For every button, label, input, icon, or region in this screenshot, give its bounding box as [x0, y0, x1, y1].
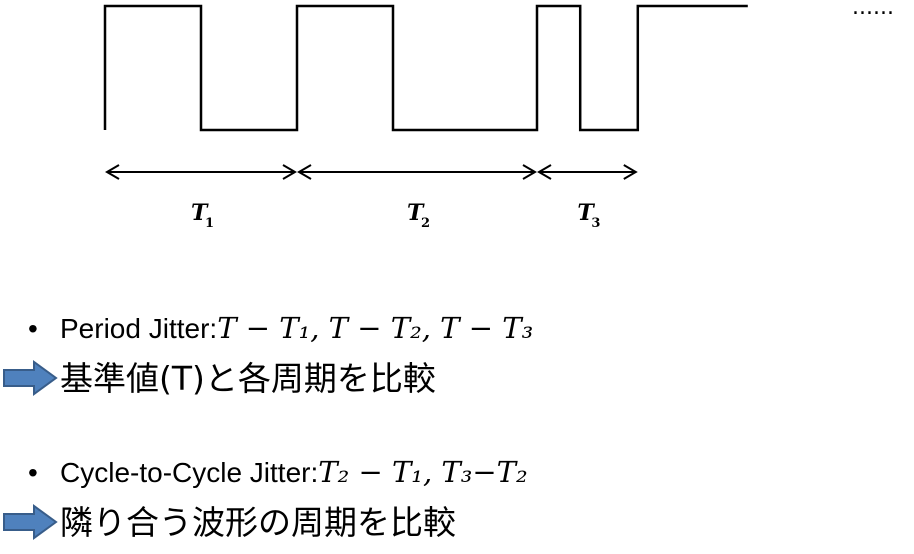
period-label-subscript: 1 — [205, 216, 214, 231]
period-jitter-conclusion-text: 基準値(T)と各周期を比較 — [60, 358, 436, 398]
period-arrows — [105, 164, 638, 180]
period-label-subscript: 3 — [591, 216, 600, 231]
period-label-symbol: T — [577, 200, 595, 226]
cycle-jitter-line: • Cycle-to-Cycle Jitter:T₂ − T₁, T₃−T₂ — [28, 458, 528, 487]
period-label-symbol: T — [407, 200, 425, 226]
period-jitter-formula: T − T₁, T − T₂, T − T₃ — [217, 311, 534, 345]
bullet: • — [28, 457, 38, 488]
cycle-jitter-conclusion: 隣り合う波形の周期を比較 — [2, 504, 456, 540]
period-arrow — [537, 164, 638, 180]
cycle-jitter-conclusion-text: 隣り合う波形の周期を比較 — [60, 502, 456, 542]
period-arrow — [105, 164, 297, 180]
cycle-jitter-formula: T₂ − T₁, T₃−T₂ — [318, 455, 528, 489]
period-jitter-title: Period Jitter — [60, 313, 210, 344]
separator: : — [310, 457, 319, 488]
right-arrow-icon — [3, 360, 58, 396]
square-waveform — [103, 4, 748, 132]
period-jitter-conclusion: 基準値(T)と各周期を比較 — [2, 360, 436, 396]
separator: : — [209, 313, 218, 344]
period-arrow — [297, 164, 537, 180]
continuation-dots: ...... — [852, 0, 894, 20]
period-label-subscript: 2 — [421, 216, 430, 231]
right-arrow-icon — [3, 504, 58, 540]
cycle-jitter-title: Cycle-to-Cycle Jitter — [60, 457, 311, 488]
bullet: • — [28, 313, 38, 344]
period-jitter-line: • Period Jitter:T − T₁, T − T₂, T − T₃ — [28, 314, 533, 343]
period-label-symbol: T — [191, 200, 209, 226]
